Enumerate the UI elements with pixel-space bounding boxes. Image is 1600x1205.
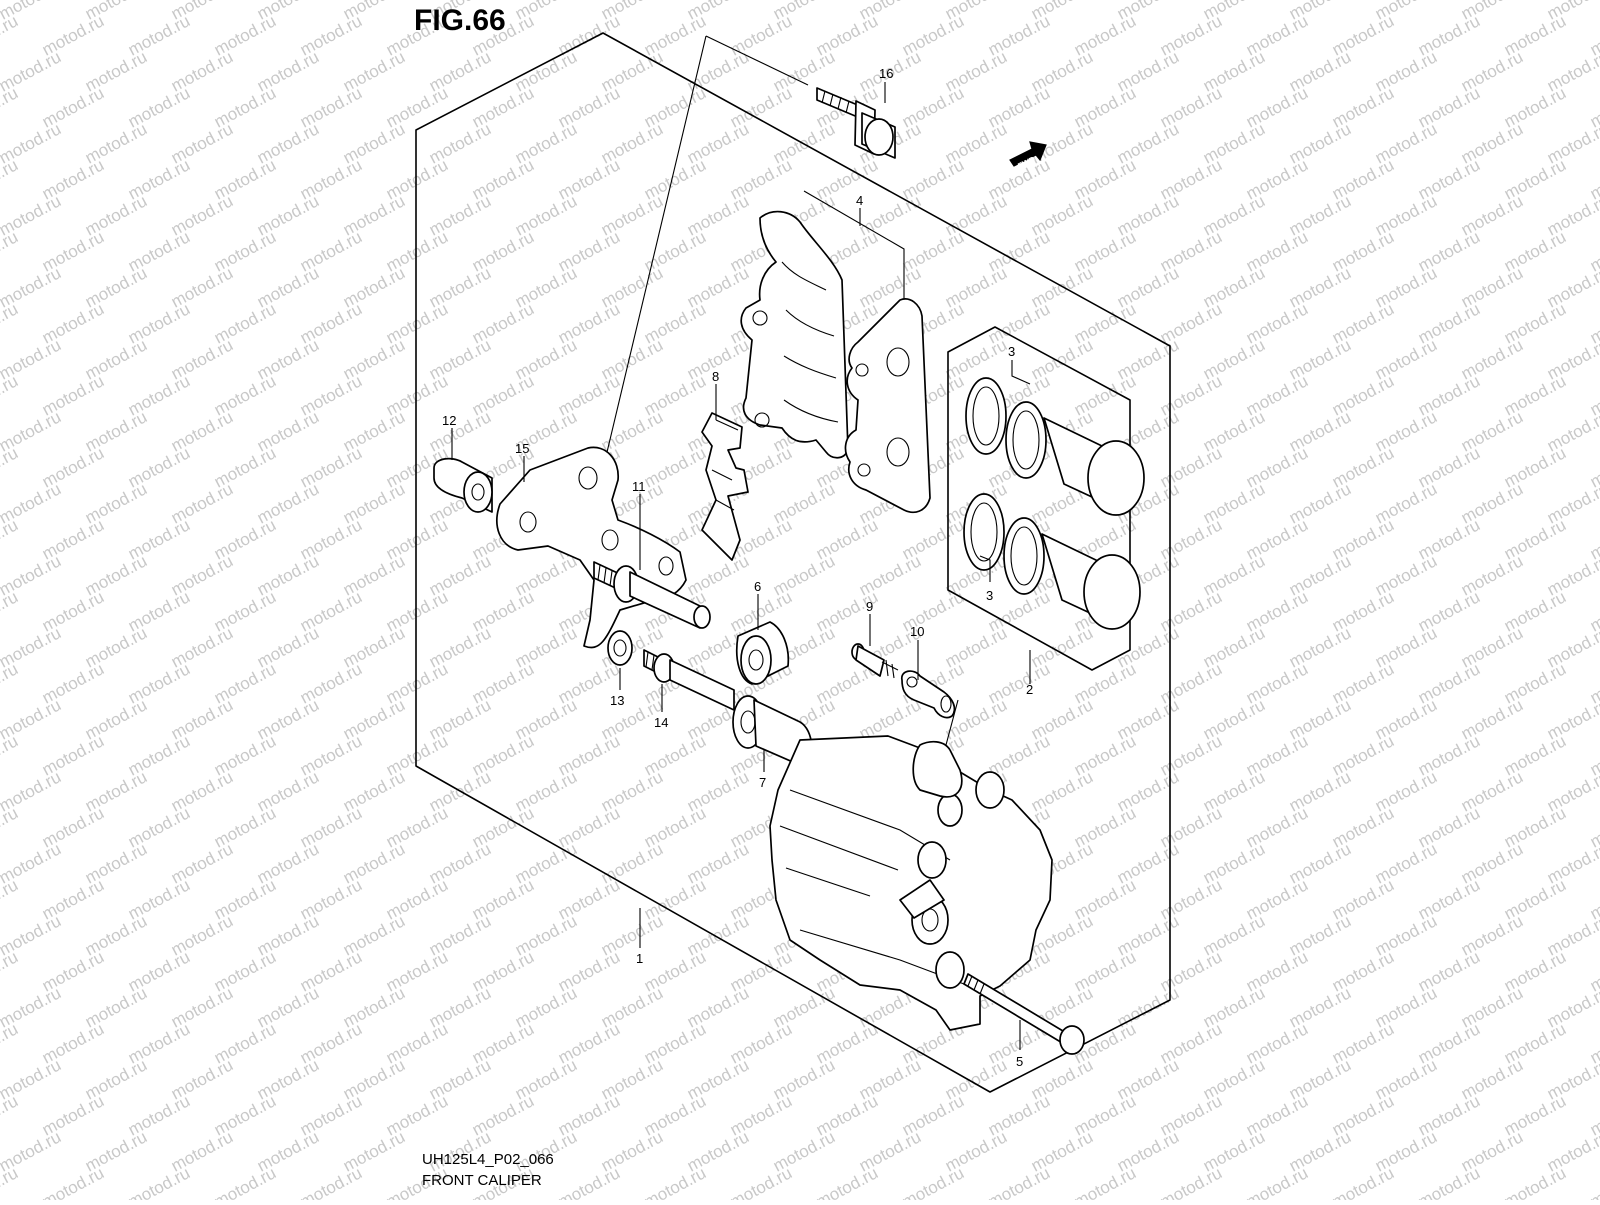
watermark-text: motod.ru [0,731,21,779]
callout-9: 9 [866,599,873,614]
watermark-text: motod.ru [1587,1163,1600,1200]
watermark-text: motod.ru [0,11,21,59]
part-2-piston-lower[interactable] [1041,533,1141,630]
watermark-text: motod.ru [1243,1163,1311,1200]
callout-8: 8 [712,369,719,384]
callout-1: 1 [636,951,643,966]
callout-leaders [451,82,1031,1050]
part-1-caliper-body[interactable] [769,735,1053,1031]
part-12-sleeve[interactable] [433,457,493,513]
watermark-text: motod.ru [1501,1163,1569,1200]
part-14-pin-bolt[interactable] [643,649,735,711]
part-5-pad-pin[interactable] [963,973,1085,1055]
watermark-text: motod.ru [0,659,21,707]
part-6-boot[interactable] [735,621,790,685]
watermark-text: motod.ru [1157,1163,1225,1200]
piston-kit-outline [947,326,1131,671]
watermark-text: motod.ru [297,1163,365,1200]
diagram-subtitle: FRONT CALIPER [422,1172,542,1189]
watermark-text: motod.ru [727,1163,795,1200]
watermark-text: motod.ru [985,1163,1053,1200]
watermark-text: motod.ru [0,515,21,563]
watermark-text: motod.ru [899,1163,967,1200]
watermark-text: motod.ru [0,1163,21,1200]
caliper-assembly-outline [415,32,1171,1093]
callout-7: 7 [759,775,766,790]
watermark-text: motod.ru [0,875,21,923]
part-16-bolt[interactable] [816,87,896,159]
part-9-bleeder-valve[interactable] [851,643,899,679]
watermark-text: motod.ru [0,443,21,491]
watermark-text: motod.ru [641,1163,709,1200]
callout-15: 15 [515,441,529,456]
watermark-text: motod.ru [0,1019,21,1067]
callout-4: 4 [856,193,863,208]
callout-5: 5 [1016,1054,1023,1069]
part-10-bleeder-cap[interactable] [901,670,956,719]
part-4-brake-pad-outer[interactable] [844,298,931,514]
watermark-text: motod.ru [0,947,21,995]
bolt-16-leader [597,35,707,491]
watermark-text: motod.ru [0,83,21,131]
part-2-piston-upper[interactable] [1043,417,1145,516]
figure-title: FIG.66 [414,4,506,37]
watermark-text: motod.ru [0,155,21,203]
watermark-text: motod.ru [1071,1163,1139,1200]
watermark-text: motod.ru [211,1163,279,1200]
watermark-text: motod.ru [39,1163,107,1200]
callout-3-upper: 3 [1008,344,1015,359]
callout-13: 13 [610,693,624,708]
forward-direction-arrow [1009,141,1047,167]
callout-6: 6 [754,579,761,594]
part-3-piston-seal-lower[interactable] [963,493,1045,595]
part-3-piston-seal-upper[interactable] [965,377,1047,479]
watermark-text: motod.ru [0,371,21,419]
callout-16: 16 [879,66,893,81]
callout-12: 12 [442,413,456,428]
callout-3-lower: 3 [986,588,993,603]
watermark-text: motod.ru [813,1163,881,1200]
part-8-pad-spring[interactable] [701,412,749,561]
watermark-text: motod.ru [0,1091,21,1139]
callout-10: 10 [910,624,924,639]
callout-11: 11 [632,479,646,494]
watermark-text: motod.ru [1415,1163,1483,1200]
watermark-text: motod.ru [0,803,21,851]
bolt-16-leader-2 [705,35,809,86]
callout-14: 14 [654,715,668,730]
part-13-washer[interactable] [607,630,633,666]
part-4-brake-pad-inner[interactable] [740,210,849,459]
watermark-text: motod.ru [0,299,21,347]
watermark-text: motod.ru [1329,1163,1397,1200]
watermark-text: motod.ru [0,587,21,635]
watermark-text: motod.ru [555,1163,623,1200]
part-11-slide-pin[interactable] [593,561,711,629]
diagram-code: UH125L4_P02_066 [422,1151,554,1168]
pad-set-bracket [803,190,905,305]
watermark-text: motod.ru [0,227,21,275]
callout-2: 2 [1026,682,1033,697]
watermark-text: motod.ru [125,1163,193,1200]
